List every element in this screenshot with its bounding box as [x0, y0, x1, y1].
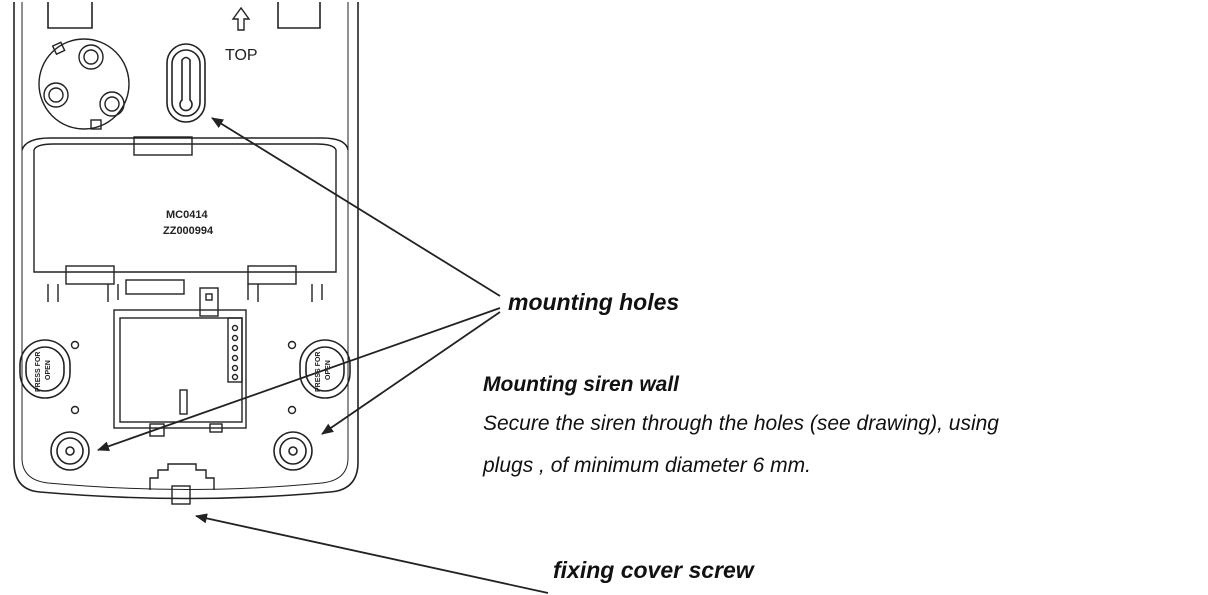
- mounting-holes-label: mounting holes: [508, 289, 680, 315]
- mounting-instructions-line-2: plugs , of minimum diameter 6 mm.: [483, 454, 811, 477]
- screw-holes: [70, 340, 297, 415]
- siren-base-outline: [13, 2, 359, 500]
- callout-arrows: [97, 117, 549, 594]
- top-arrow-icon: [231, 6, 251, 31]
- mounting-siren-wall-title: Mounting siren wall: [483, 373, 680, 396]
- keyhole-mounting-slot: [166, 43, 206, 123]
- arrow-to-keyhole: [211, 117, 501, 297]
- tamper-wheel: [38, 38, 130, 130]
- arrow-to-fixing-screw: [195, 513, 549, 594]
- top-label: TOP: [225, 47, 258, 64]
- mounting-hole-left: [50, 431, 90, 471]
- press-for-open-right-label-2: OPEN: [325, 360, 332, 380]
- board-code-1: MC0414: [166, 209, 208, 221]
- press-for-open-right: [299, 339, 351, 399]
- board-code-2: ZZ000994: [163, 225, 214, 237]
- mounting-instructions-line-1: Secure the siren through the holes (see …: [483, 412, 999, 435]
- press-for-open-left: [19, 339, 71, 399]
- electronics-board: [113, 287, 247, 437]
- arrow-to-left-hole: [97, 307, 501, 452]
- press-for-open-left-label-2: OPEN: [45, 360, 52, 380]
- fixing-cover-screw-label: fixing cover screw: [553, 557, 754, 583]
- mounting-hole-right: [273, 431, 313, 471]
- fixing-screw-clip: [149, 463, 215, 505]
- arrow-to-right-hole: [321, 311, 501, 435]
- battery-compartment: [21, 136, 349, 302]
- press-for-open-left-label-1: PRESS FOR: [35, 352, 42, 392]
